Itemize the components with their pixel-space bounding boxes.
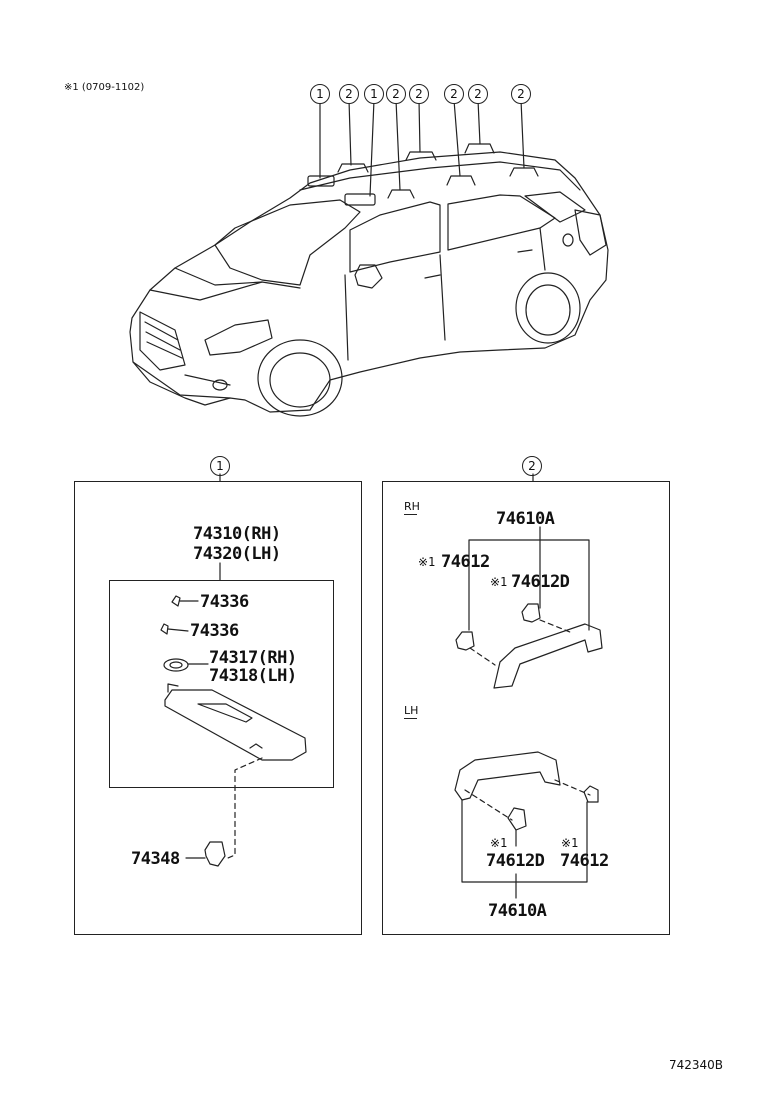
rh-part-b: 74612D [511,572,570,592]
panel-sun-visor-inner [109,580,334,788]
callout-top-8: 2 [511,84,531,104]
lh-mark-a: ※1 [490,836,508,850]
part-visor-rh: 74310(RH) [193,524,281,544]
rh-label-underline [404,514,417,515]
part-visor-lh: 74320(LH) [193,544,281,564]
part-bracket: 74348 [131,849,180,869]
callout-top-1: 1 [310,84,330,104]
rh-mark-b: ※1 [490,575,508,589]
part-holder-lh: 74318(LH) [209,666,297,686]
panel-sun-visor [74,481,362,935]
diagram-code: 742340B [669,1058,724,1072]
callout-top-5: 2 [409,84,429,104]
callout-top-2: 2 [339,84,359,104]
callout-section-2: 2 [522,456,542,476]
rh-part-a: 74612 [441,552,490,572]
part-holder-rh: 74317(RH) [209,648,297,668]
callout-top-7: 2 [468,84,488,104]
rh-label: RH [404,500,420,513]
lh-part-b: 74612 [560,851,609,871]
part-clip-b: 74336 [190,621,239,641]
rh-assembly: 74610A [496,509,555,529]
lh-label: LH [404,704,419,717]
callout-top-3: 1 [364,84,384,104]
part-clip-a: 74336 [200,592,249,612]
lh-assembly: 74610A [488,901,547,921]
rh-mark-a: ※1 [418,555,436,569]
lh-label-underline [404,718,417,719]
lh-part-a: 74612D [486,851,545,871]
panel-assist-grip [382,481,670,935]
callout-top-4: 2 [386,84,406,104]
callout-top-6: 2 [444,84,464,104]
applicability-note: ※1 (0709-1102) [64,82,145,93]
lh-mark-b: ※1 [561,836,579,850]
